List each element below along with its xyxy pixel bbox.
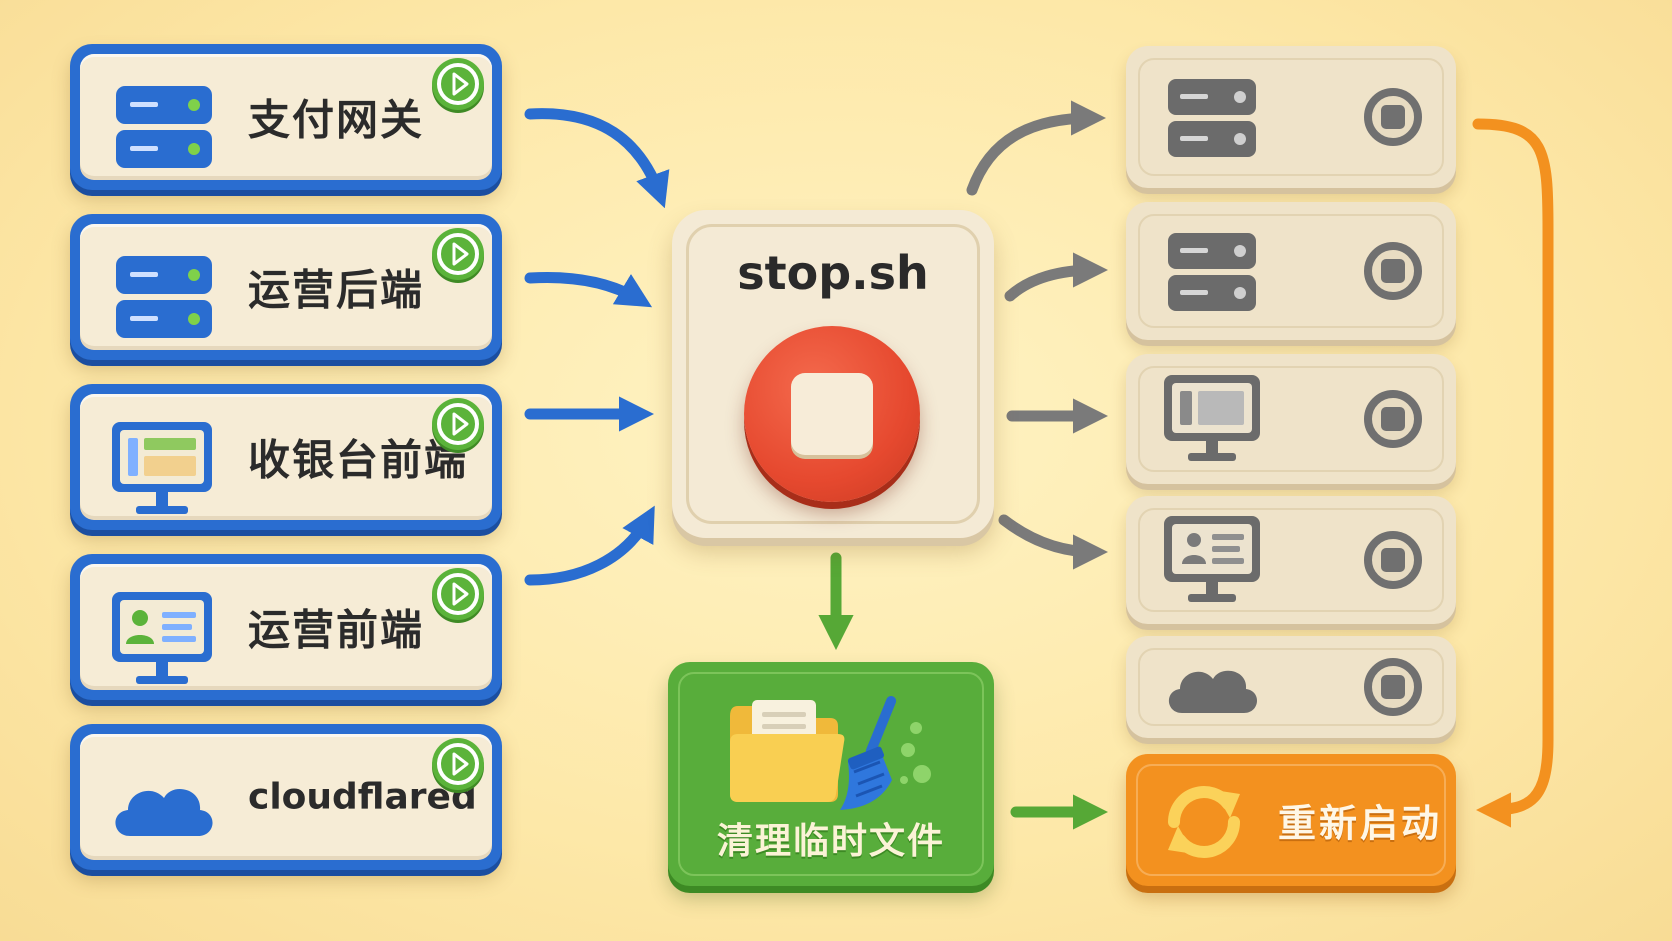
service-label: 运营前端: [248, 605, 425, 655]
service-card-ops-frontend[interactable]: 运营前端: [70, 554, 502, 700]
service-card-cloudflared[interactable]: cloudflared: [70, 724, 502, 870]
arrow-hub-to-stopped-4: [998, 514, 1109, 570]
play-icon[interactable]: [432, 228, 484, 280]
card-frame: [1138, 648, 1444, 726]
folder-icon: [730, 700, 845, 802]
server-icon: [116, 86, 212, 168]
service-label: 收银台前端: [248, 435, 469, 485]
stopped-card-cloudflared: [1126, 636, 1456, 738]
cloud-icon: [115, 788, 213, 836]
arrow-hub-to-stopped-2: [1004, 252, 1109, 302]
stop-icon[interactable]: [1364, 531, 1422, 589]
play-icon[interactable]: [432, 58, 484, 110]
server-icon: [1168, 233, 1256, 311]
restart-button[interactable]: 重新启动: [1126, 754, 1456, 886]
arrow-loop-to-restart: [1472, 118, 1554, 828]
service-card-checkout-frontend[interactable]: 收银台前端: [70, 384, 502, 530]
refresh-icon: [1168, 786, 1240, 858]
arrow-service-2-to-hub: [524, 271, 653, 308]
arrow-hub-to-stopped-1: [966, 100, 1107, 196]
cleanup-frame: [678, 672, 984, 876]
stop-icon: [791, 373, 873, 455]
restart-frame: [1136, 764, 1446, 876]
cleanup-temp-files-box[interactable]: 清理临时文件: [668, 662, 994, 886]
stop-button[interactable]: [744, 326, 920, 502]
stopped-card-payment-gateway: [1126, 46, 1456, 188]
server-icon: [116, 256, 212, 338]
stopped-card-ops-backend: [1126, 202, 1456, 340]
cleanup-label: 清理临时文件: [716, 821, 945, 862]
broom-icon: [840, 695, 931, 810]
service-label: 运营后端: [248, 265, 425, 315]
cloud-icon: [1168, 670, 1258, 713]
arrow-service-4-to-hub: [524, 505, 655, 586]
play-icon[interactable]: [432, 398, 484, 450]
stop-icon[interactable]: [1364, 658, 1422, 716]
stop-icon[interactable]: [1364, 390, 1422, 448]
card-frame: [1138, 58, 1444, 176]
stop-script-hub: stop.sh: [672, 210, 994, 538]
play-icon[interactable]: [432, 568, 484, 620]
card-frame: [1138, 366, 1444, 472]
stopped-card-checkout-frontend: [1126, 354, 1456, 484]
monitor-user-icon: [112, 592, 212, 684]
card-frame: [1138, 214, 1444, 328]
card-frame: [1138, 508, 1444, 612]
hub-title: stop.sh: [737, 246, 929, 300]
service-card-ops-backend[interactable]: 运营后端: [70, 214, 502, 360]
stop-icon[interactable]: [1364, 242, 1422, 300]
arrow-service-1-to-hub: [524, 108, 670, 209]
play-icon[interactable]: [432, 738, 484, 790]
service-label: 支付网关: [248, 95, 425, 145]
service-label: cloudflared: [248, 776, 477, 818]
service-card-payment-gateway[interactable]: 支付网关: [70, 44, 502, 190]
monitor-icon: [1164, 375, 1260, 461]
stop-icon[interactable]: [1364, 88, 1422, 146]
stopped-card-ops-frontend: [1126, 496, 1456, 624]
restart-label: 重新启动: [1278, 801, 1443, 846]
hub-frame: [686, 224, 980, 524]
monitor-user-icon: [1164, 516, 1260, 602]
server-icon: [1168, 79, 1256, 157]
monitor-icon: [112, 422, 212, 514]
